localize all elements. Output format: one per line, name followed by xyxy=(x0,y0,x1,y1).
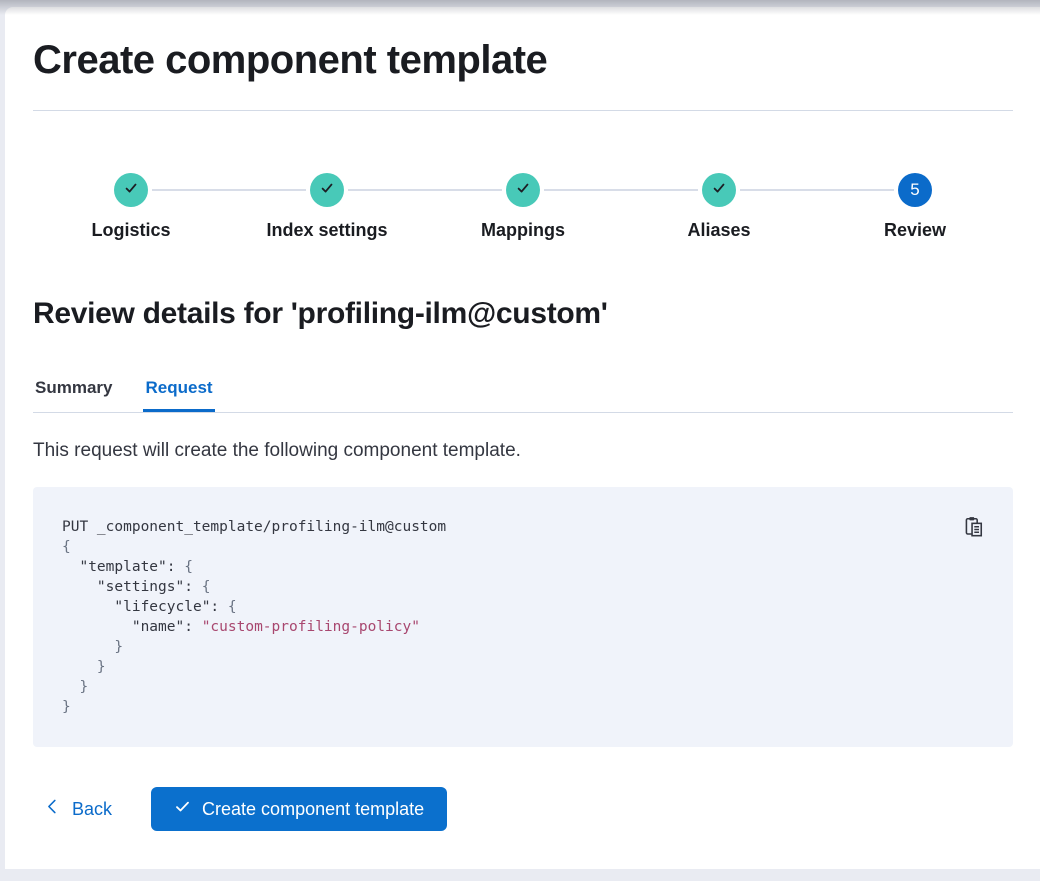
step-indicator xyxy=(114,173,148,207)
submit-label: Create component template xyxy=(202,798,425,819)
step-connector-left xyxy=(229,189,306,191)
copy-button[interactable] xyxy=(960,513,987,540)
step-connector-left xyxy=(817,189,894,191)
code-line: "template": { xyxy=(79,559,193,575)
step-label: Mappings xyxy=(481,220,565,240)
step-connector-right xyxy=(544,189,621,191)
code-line: "settings": { xyxy=(96,579,211,595)
back-button[interactable]: Back xyxy=(33,797,118,821)
step-connector-right xyxy=(348,189,425,191)
request-code-block: PUT _component_template/profiling-ilm@cu… xyxy=(33,487,1013,747)
step-connector-left xyxy=(425,189,502,191)
create-component-template-button[interactable]: Create component template xyxy=(151,787,448,831)
step-indicator xyxy=(506,173,540,207)
back-label: Back xyxy=(72,798,113,819)
step-label: Index settings xyxy=(266,220,388,240)
step-number: 5 xyxy=(910,180,920,199)
step-label: Review xyxy=(883,220,947,240)
check-icon xyxy=(515,180,531,201)
chevron-left-icon xyxy=(44,798,61,820)
step-indicator xyxy=(702,173,736,207)
review-heading: Review details for 'profiling-ilm@custom… xyxy=(33,297,608,330)
check-icon xyxy=(123,180,139,201)
step-indicator xyxy=(310,173,344,207)
step-connector-right xyxy=(152,189,229,191)
code-line: "lifecycle": { xyxy=(114,599,237,615)
tab-request[interactable]: Request xyxy=(143,378,214,412)
check-icon xyxy=(711,180,727,201)
request-description: This request will create the following c… xyxy=(33,440,521,461)
code-line: } xyxy=(62,659,106,675)
check-icon xyxy=(174,798,191,820)
step-review[interactable]: 5 Review xyxy=(817,173,1013,241)
tab-summary[interactable]: Summary xyxy=(35,378,113,397)
review-tabs: Summary Request xyxy=(33,378,1013,413)
footer-actions: Back Create component template xyxy=(33,787,1013,831)
step-indicator: 5 xyxy=(898,173,932,207)
step-aliases[interactable]: Aliases xyxy=(621,173,817,241)
page-content: Create component template Logistics xyxy=(5,7,1040,831)
check-icon xyxy=(319,180,335,201)
step-connector-right xyxy=(740,189,817,191)
code-content: PUT _component_template/profiling-ilm@cu… xyxy=(62,517,985,717)
step-index-settings[interactable]: Index settings xyxy=(229,173,425,241)
code-line: } xyxy=(62,639,124,655)
copy-clipboard-icon xyxy=(963,517,984,540)
step-label: Logistics xyxy=(91,220,171,240)
code-line: } xyxy=(62,699,71,715)
page-card: Create component template Logistics xyxy=(5,7,1040,869)
step-mappings[interactable]: Mappings xyxy=(425,173,621,241)
title-divider xyxy=(33,110,1013,111)
stepper: Logistics Index settings Mappings xyxy=(33,173,1013,241)
code-line: } xyxy=(62,679,89,695)
step-label: Aliases xyxy=(687,220,751,240)
page-title: Create component template xyxy=(33,38,548,82)
code-line: "name": "custom-profiling-policy" xyxy=(131,619,420,635)
code-line: PUT _component_template/profiling-ilm@cu… xyxy=(62,519,447,535)
step-connector-left xyxy=(621,189,698,191)
code-line: { xyxy=(62,539,71,555)
step-logistics[interactable]: Logistics xyxy=(33,173,229,241)
